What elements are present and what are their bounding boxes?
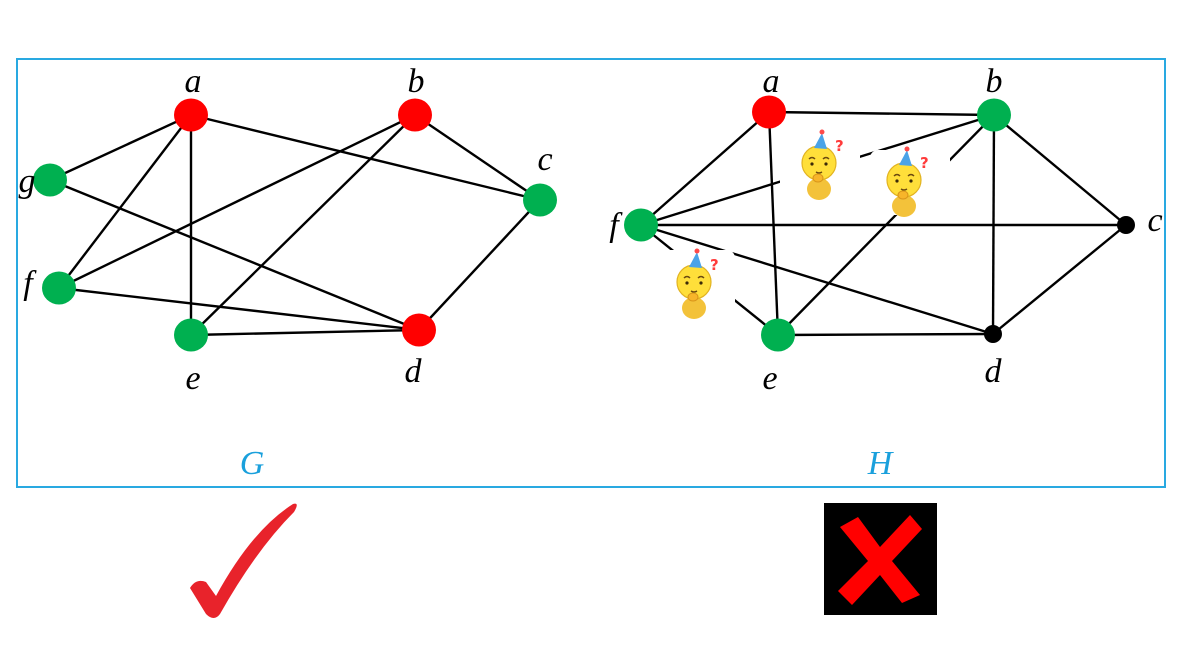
graph-h-vertex-label-e: e [762,360,777,397]
graph-h-vertex-c [1117,216,1135,234]
graph-g-vertex-label-c: c [537,141,552,178]
graph-g-vertex-a [174,98,208,132]
graph-h-edge-a-e [767,111,780,336]
graph-g-edge-g-d [49,178,420,332]
graph-g-edge-e-d [190,328,420,337]
graphs-frame [16,58,1166,488]
graph-h-vertex-b [977,98,1011,132]
graph-h-edge-e-d [777,332,994,337]
graph-g-vertex-f [42,271,76,305]
graph-h-edge-a-b [768,110,995,117]
graph-g-label: G [240,445,265,482]
graph-g-vertex-label-a: a [185,63,202,100]
graph-g-vertex-label-g: g [19,163,36,200]
graph-g-vertex-b [398,98,432,132]
graph-g-edge-f-d [58,286,420,332]
graph-h-label: H [867,445,895,482]
graph-g-vertex-label-d: d [405,353,423,390]
graph-h-vertex-d [984,325,1002,343]
graph-g-edge-b-f [58,113,416,290]
graph-h-edge-a-f [640,111,770,226]
graph-g-vertex-label-f: f [23,265,37,302]
graph-h-vertex-label-b: b [986,63,1003,100]
graph-g-vertex-label-e: e [185,360,200,397]
graph-g-vertex-c [523,183,557,217]
graph-h-vertex-label-a: a [763,63,780,100]
graph-h-vertex-a [752,95,786,129]
graph-h-vertex-label-d: d [985,353,1003,390]
graph-g-vertex-e [174,318,208,352]
cross-icon [824,503,937,615]
graph-h-edge-f-d [640,223,994,336]
graph-g-edge-a-g [49,113,192,182]
graph-h-edge-b-c [993,114,1127,226]
graph-g-vertex-label-b: b [408,63,425,100]
graph-g-edge-a-c [190,113,541,202]
graph-h-vertex-f [624,208,658,242]
graph-g-vertex-g [33,163,67,197]
graph-h-vertex-e [761,318,795,352]
graph-g-edge-b-c [414,114,541,201]
graph-g-edge-b-e [190,114,416,336]
graph-g-edge-a-f [58,114,192,289]
checkmark-icon [190,503,297,618]
graph-h-edge-d-c [992,224,1127,335]
graph-g-vertex-d [402,313,436,347]
graph-h-vertex-label-c: c [1147,202,1162,239]
graph-g-edge-c-d [418,199,541,331]
graph-h-vertex-label-f: f [609,207,623,244]
